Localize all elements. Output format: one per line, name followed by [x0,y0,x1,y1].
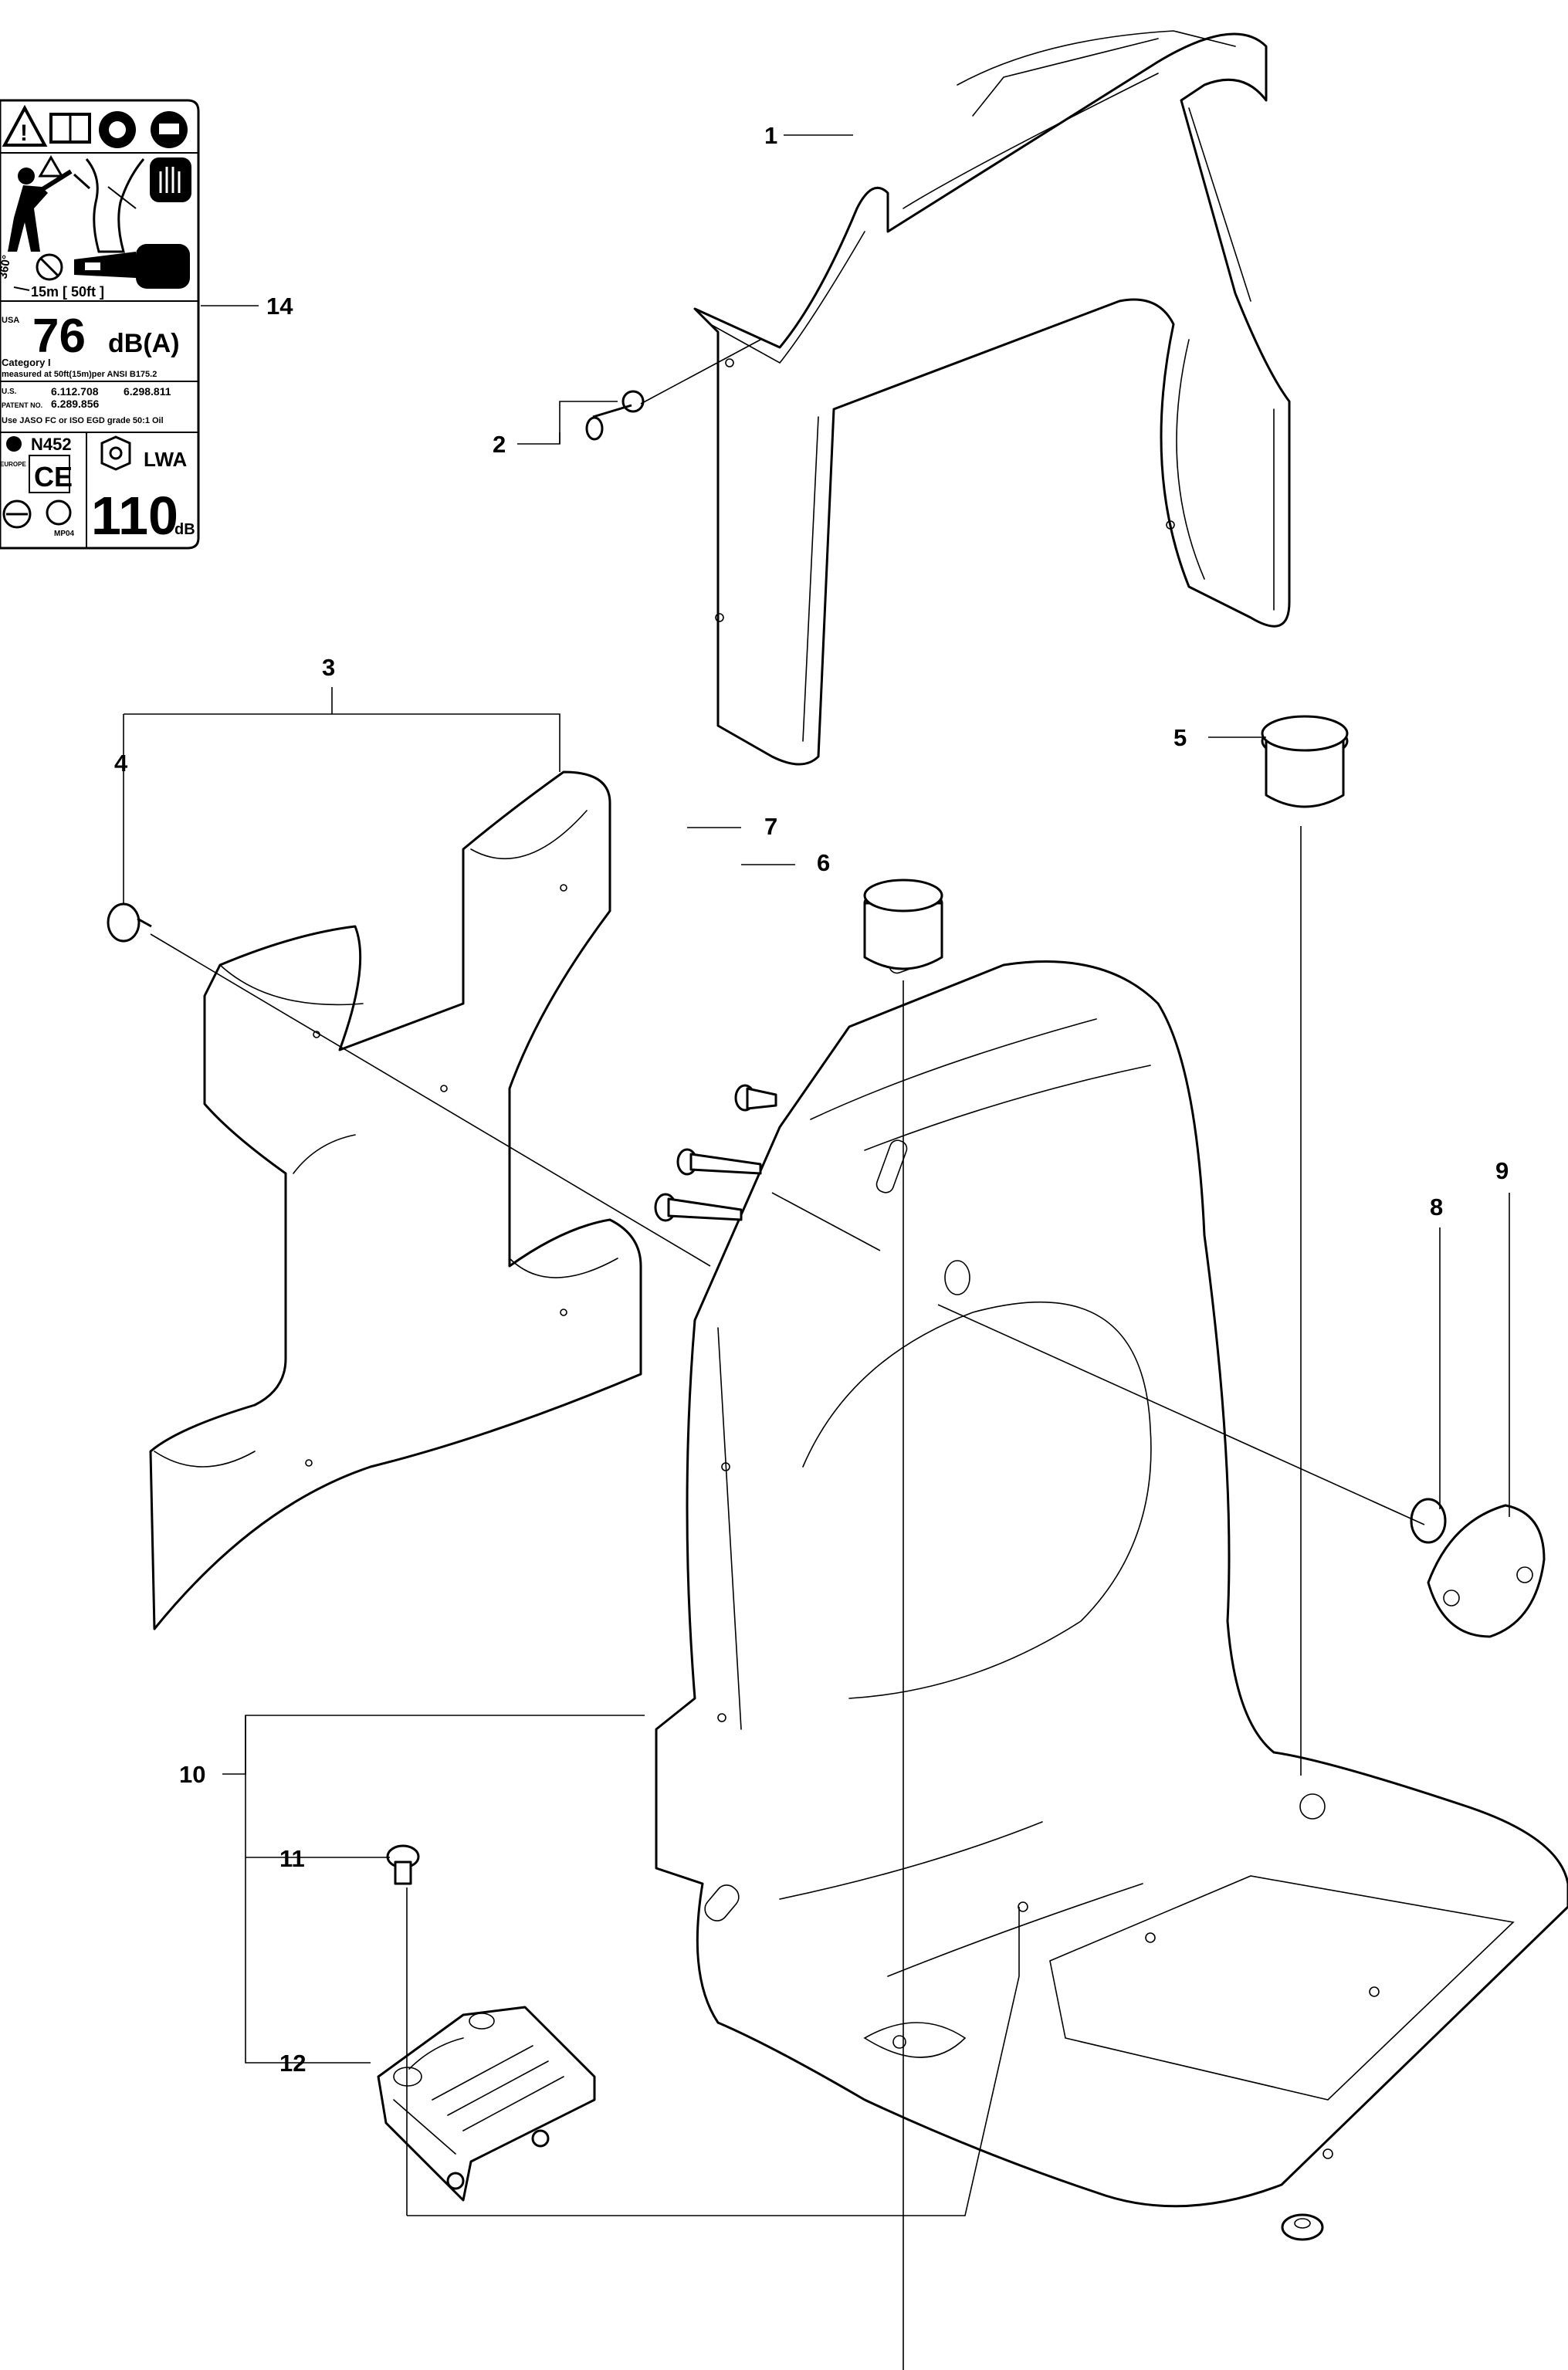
gs-cert-icon [2,499,32,529]
callout-14: 14 [266,293,293,320]
decal-category: Category I [2,357,51,368]
decal-distance: 15m [ 50ft ] [31,284,104,300]
ce-mark: CE [34,461,73,493]
small-warning-triangle-icon [38,155,64,178]
callout-11: 11 [279,1845,305,1872]
hexagon-sound-icon [100,435,131,471]
bolt-7 [654,1148,762,1222]
decal-region-europe: EUROPE [0,461,26,468]
harness-frame [693,30,1291,766]
tree-icon [85,158,145,253]
decal-mp-code: MP04 [54,530,75,538]
callout-5: 5 [1173,724,1187,751]
callout-7: 7 [764,813,777,840]
decal-region-usa: USA [2,316,19,325]
decal-patent-label: PATENT NO. [2,401,42,409]
decal-us-label: U.S. [2,388,17,396]
callout-12: 12 [279,2050,306,2077]
lwa-label: LWA [144,448,188,471]
washer-4 [107,902,152,943]
callout-8: 8 [1430,1193,1443,1221]
foot-bracket [377,2006,596,2202]
sound-pressure-value: 76 [32,310,86,363]
bottom-foot [1281,2213,1324,2241]
back-pad [149,770,642,1630]
plug-11 [386,1844,420,1885]
warning-triangle-icon [2,104,48,147]
rubber-cap-5 [1261,715,1349,808]
sound-power-value: 110 [91,486,178,546]
callout-4: 4 [114,750,128,777]
decal-measured: measured at 50ft(15m)per ANSI B175.2 [2,370,157,379]
decal-oil-note: Use JASO FC or ISO EGD grade 50:1 Oil [2,416,164,425]
decal-model-code: N452 [31,435,72,454]
sound-power-unit: dB [174,521,195,538]
gloves-icon [150,157,191,202]
assembly-lines [150,339,1425,2370]
washer-8 [1410,1498,1447,1544]
rostest-cert-icon [46,499,72,526]
operator-figure-icon [8,168,73,252]
no-bystanders-icon [36,253,63,281]
callout-9: 9 [1495,1157,1509,1184]
knob-9 [1427,1504,1546,1638]
callout-1: 1 [764,122,777,149]
patent-2: 6.298.811 [124,385,171,398]
certification-c-icon [6,436,22,452]
callout-2: 2 [493,431,506,458]
decal-angle: 360° [0,254,14,280]
screw-2 [585,390,645,441]
patent-1: 6.112.708 [51,385,99,398]
warning-decal: ! 360° 15m [ 50ft ] [0,99,200,550]
patent-3: 6.289.856 [51,398,99,410]
callout-10: 10 [179,1761,205,1788]
rubber-cap-center [863,879,943,970]
leader-lines [123,134,1510,2064]
warning-exclamation: ! [20,120,28,146]
backplate [655,942,1568,2208]
manual-book-icon [49,113,91,144]
blower-nozzle-icon [74,244,190,289]
callout-3: 3 [322,654,335,681]
screw-6 [734,1084,777,1112]
sound-pressure-unit: dB(A) [108,329,180,358]
callout-6: 6 [817,849,830,876]
